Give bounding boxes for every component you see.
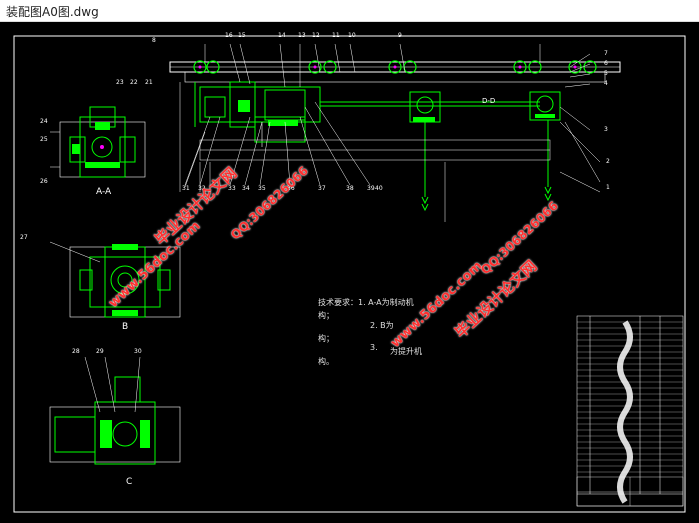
tech-req-line2: 2. B为 bbox=[370, 321, 394, 330]
part-number-label: 4 bbox=[604, 80, 608, 87]
part-number-label: 5 bbox=[604, 70, 608, 77]
cad-drawing bbox=[13, 35, 686, 513]
part-number-label: 33 bbox=[228, 185, 236, 192]
view-b bbox=[49, 241, 181, 318]
section-label-c: C bbox=[126, 477, 133, 487]
tech-req-line3: 3. bbox=[370, 343, 378, 352]
part-number-label: 40 bbox=[375, 185, 383, 192]
part-number-label: 29 bbox=[96, 348, 104, 355]
part-number-label: 31 bbox=[182, 185, 190, 192]
part-number-label: 26 bbox=[40, 178, 48, 185]
table-scan-artifact bbox=[617, 320, 633, 504]
part-number-label: 3 bbox=[604, 126, 608, 133]
part-number-label: 24 bbox=[40, 118, 48, 125]
window-title: 装配图A0图.dwg bbox=[6, 5, 99, 19]
part-number-label: 39 bbox=[367, 185, 375, 192]
part-number-label: 8 bbox=[152, 37, 156, 44]
part-number-label: 35 bbox=[258, 185, 266, 192]
parts-list-rows bbox=[577, 321, 683, 473]
part-number-label: 14 bbox=[278, 32, 286, 39]
part-number-label: 21 bbox=[145, 79, 153, 86]
view-aa-accent bbox=[100, 145, 104, 149]
view-c-fills bbox=[100, 420, 150, 448]
part-number-label: 37 bbox=[318, 185, 326, 192]
hoist-ropes bbox=[421, 120, 552, 212]
part-number-label: 30 bbox=[134, 348, 142, 355]
part-number-label: 6 bbox=[604, 60, 608, 67]
view-c bbox=[49, 356, 181, 465]
section-label-dd: D-D bbox=[482, 97, 496, 105]
leader-lines-bottom bbox=[184, 101, 601, 186]
view-aa-fills bbox=[72, 122, 120, 168]
trolley-assembly bbox=[194, 81, 561, 147]
part-number-label: 22 bbox=[130, 79, 138, 86]
trolley-fills bbox=[238, 100, 555, 126]
tech-req-line1: 技术要求：1. A-A为制动机 bbox=[318, 298, 414, 307]
main-girder bbox=[169, 60, 621, 83]
part-number-label: 16 bbox=[225, 32, 233, 39]
part-number-label: 9 bbox=[398, 32, 402, 39]
tech-req-line3c: 构。 bbox=[318, 357, 334, 366]
main-dimensions bbox=[179, 82, 601, 222]
section-label-b: B bbox=[122, 322, 129, 332]
part-number-label: 28 bbox=[72, 348, 80, 355]
part-number-label: 2 bbox=[606, 158, 610, 165]
part-number-label: 32 bbox=[198, 185, 206, 192]
part-number-label: 7 bbox=[604, 50, 608, 57]
part-number-label: 27 bbox=[20, 234, 28, 241]
leader-lines-top bbox=[204, 43, 601, 163]
tech-req-line1b: 构； bbox=[318, 311, 334, 320]
drawing-border bbox=[13, 35, 686, 513]
part-number-label: 15 bbox=[238, 32, 246, 39]
view-b-fills bbox=[112, 244, 138, 316]
title-bar: 装配图A0图.dwg bbox=[0, 0, 699, 22]
title-block bbox=[576, 476, 684, 507]
part-number-label: 10 bbox=[348, 32, 356, 39]
section-label-aa: A-A bbox=[96, 187, 112, 197]
part-number-label: 11 bbox=[332, 32, 340, 39]
part-number-label: 25 bbox=[40, 136, 48, 143]
tech-req-line3b: 为提升机 bbox=[390, 347, 422, 356]
part-number-label: 38 bbox=[346, 185, 354, 192]
tech-req-line2b: 构； bbox=[318, 334, 334, 343]
parts-list-table bbox=[576, 315, 684, 507]
part-number-label: 13 bbox=[298, 32, 306, 39]
part-number-label: 12 bbox=[312, 32, 320, 39]
part-number-label: 34 bbox=[242, 185, 250, 192]
part-number-label: 23 bbox=[116, 79, 124, 86]
part-number-label: 1 bbox=[606, 184, 610, 191]
part-number-label: 36 bbox=[287, 185, 295, 192]
